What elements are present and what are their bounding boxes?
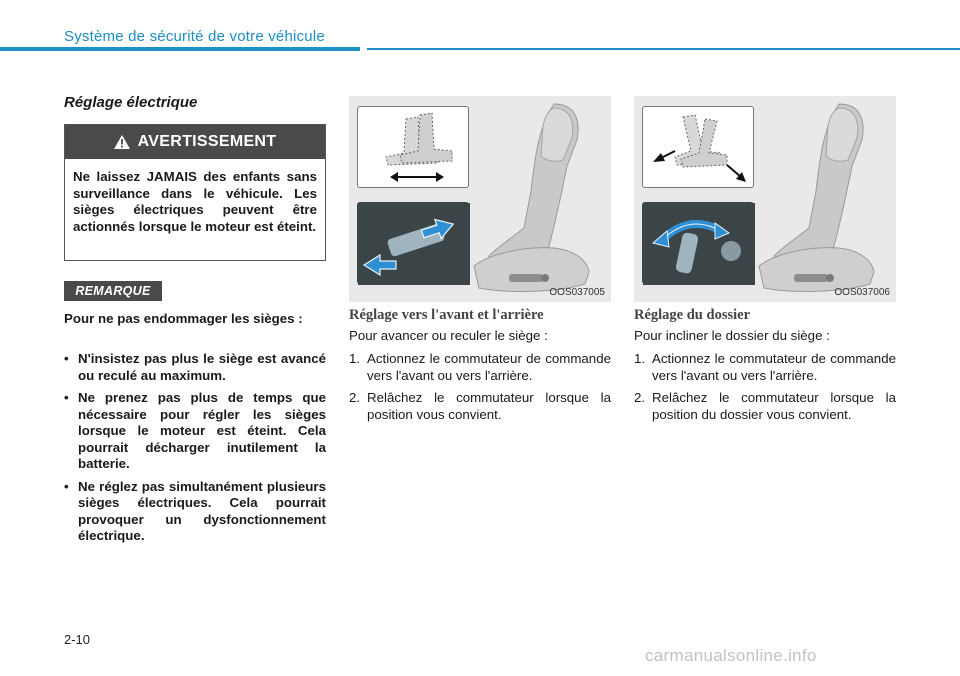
backrest-movement-inset bbox=[642, 106, 754, 188]
step-text: Actionnez le commutateur de commande ver… bbox=[367, 351, 611, 383]
seat-slide-illustration: OOS037005 bbox=[349, 96, 611, 302]
backrest-illustration: OOS037006 bbox=[634, 96, 896, 302]
step-number: 1. bbox=[634, 351, 646, 366]
warning-header: AVERTISSEMENT bbox=[65, 125, 325, 159]
step-number: 2. bbox=[634, 390, 646, 405]
note-intro: Pour ne pas endommager les sièges : bbox=[64, 311, 303, 326]
note-list: N'insistez pas plus le siège est avancé … bbox=[64, 351, 326, 551]
step-text: Relâchez le commutateur lorsque la posit… bbox=[367, 390, 611, 422]
step-item: 1. Actionnez le commutateur de commande v… bbox=[349, 350, 611, 384]
list-item: N'insistez pas plus le siège est avancé … bbox=[64, 351, 326, 384]
backrest-title: Réglage du dossier bbox=[634, 307, 750, 323]
warning-box: AVERTISSEMENT Ne laissez JAMAIS des enfa… bbox=[64, 124, 326, 261]
header-rule-thin bbox=[367, 48, 960, 50]
note-label: REMARQUE bbox=[64, 281, 162, 301]
chapter-title: Système de sécurité de votre véhicule bbox=[64, 28, 325, 45]
page-number: 2-10 bbox=[64, 632, 91, 647]
step-number: 2. bbox=[349, 390, 361, 405]
step-text: Actionnez le commutateur de commande ver… bbox=[652, 351, 896, 383]
watermark: carmanualsonline.info bbox=[645, 646, 817, 665]
figure-code: OOS037005 bbox=[549, 287, 605, 298]
header-rule-thick bbox=[0, 47, 360, 51]
step-item: 2. Relâchez le commutateur lorsque la pos… bbox=[349, 389, 611, 423]
list-item: Ne réglez pas simultanément plusieurs si… bbox=[64, 479, 326, 545]
backrest-steps: 1. Actionnez le commutateur de commande v… bbox=[634, 350, 896, 428]
warning-text: Ne laissez JAMAIS des enfants sans surve… bbox=[73, 169, 317, 234]
warning-label: AVERTISSEMENT bbox=[137, 133, 277, 150]
step-item: 2. Relâchez le commutateur lorsque la pos… bbox=[634, 389, 896, 423]
figure-code: OOS037006 bbox=[834, 287, 890, 298]
seat-switch-inset bbox=[357, 202, 470, 285]
backrest-switch-inset bbox=[642, 202, 755, 285]
step-item: 1. Actionnez le commutateur de commande v… bbox=[634, 350, 896, 384]
warning-triangle-icon bbox=[113, 135, 130, 149]
seat-movement-inset bbox=[357, 106, 469, 188]
forward-back-intro: Pour avancer ou reculer le siège : bbox=[349, 328, 548, 343]
section-title: Réglage électrique bbox=[64, 94, 198, 111]
step-text: Relâchez le commutateur lorsque la posit… bbox=[652, 390, 896, 422]
backrest-intro: Pour incliner le dossier du siège : bbox=[634, 328, 830, 343]
list-item: Ne prenez pas plus de temps que nécessai… bbox=[64, 390, 326, 473]
step-number: 1. bbox=[349, 351, 361, 366]
forward-back-title: Réglage vers l'avant et l'arrière bbox=[349, 307, 544, 323]
forward-back-steps: 1. Actionnez le commutateur de commande v… bbox=[349, 350, 611, 428]
